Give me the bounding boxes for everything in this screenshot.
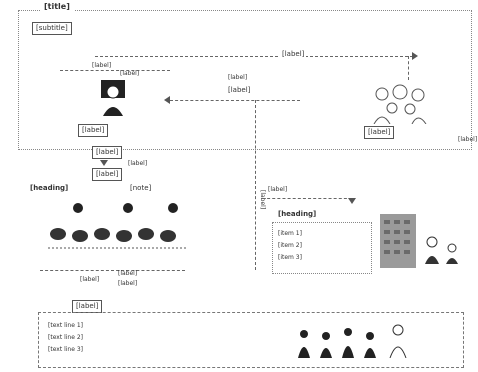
left-cluster-bottom-left: [label] (80, 276, 100, 283)
center-box-lower: [label] (92, 168, 123, 181)
right-arrow-head (348, 198, 356, 204)
diagram-subtitle: [subtitle] (32, 22, 72, 35)
bottom-section-frame (38, 312, 464, 368)
right-info-line-1: [item 1] (278, 230, 302, 237)
right-arrow-label: [label] (268, 186, 288, 193)
diagram-title: [title] (40, 2, 74, 11)
left-cluster-title: [heading] (30, 184, 69, 192)
coordinator-figure (98, 78, 128, 118)
family-group-illustration (372, 84, 430, 124)
center-arrow-down-1 (100, 160, 108, 166)
teachers-and-children-illustration (38, 200, 198, 256)
center-vertical-label: [label] (259, 190, 266, 210)
bottom-text-line-3: [text line 3] (48, 346, 83, 353)
bottom-text-line-2: [text line 2] (48, 334, 83, 341)
teacher-and-child-illustration (422, 236, 462, 264)
center-vertical-connector (255, 100, 256, 270)
middle-arrow-label: [label] (228, 74, 248, 81)
middle-connector-line (170, 100, 300, 101)
right-box-title: [heading] (278, 210, 317, 218)
right-info-line-2: [item 2] (278, 242, 302, 249)
family-group-label: [label] (364, 126, 395, 139)
right-arrow-line (262, 198, 352, 199)
upper-left-arrow-label-2: [label] (120, 70, 140, 77)
middle-connector-box: [label] (228, 86, 251, 94)
left-cluster-bottom-right: [label] (118, 270, 138, 277)
left-cluster-divider (40, 270, 185, 271)
top-section-frame (18, 10, 472, 150)
middle-connector-arrowhead-left (164, 96, 170, 104)
group-silhouettes-illustration (290, 322, 420, 358)
upper-left-arrow-label: [label] (92, 62, 112, 69)
top-connector-label: [label] (280, 50, 307, 59)
top-connector-arrowhead (412, 52, 418, 60)
left-cluster-note: [note] (130, 184, 152, 192)
left-cluster-extra: [label] (118, 280, 138, 287)
coordinator-label: [label] (78, 124, 109, 137)
center-box-upper: [label] (92, 146, 123, 159)
right-info-box (272, 222, 372, 274)
upper-left-connector (60, 70, 170, 71)
right-drop-line (408, 56, 409, 80)
bottom-text-line-1: [text line 1] (48, 322, 83, 329)
school-building-illustration (378, 212, 418, 270)
center-side-note: [label] (128, 160, 148, 167)
top-connector-line (95, 56, 413, 57)
right-info-line-3: [item 3] (278, 254, 302, 261)
corner-label: [label] (458, 136, 478, 143)
